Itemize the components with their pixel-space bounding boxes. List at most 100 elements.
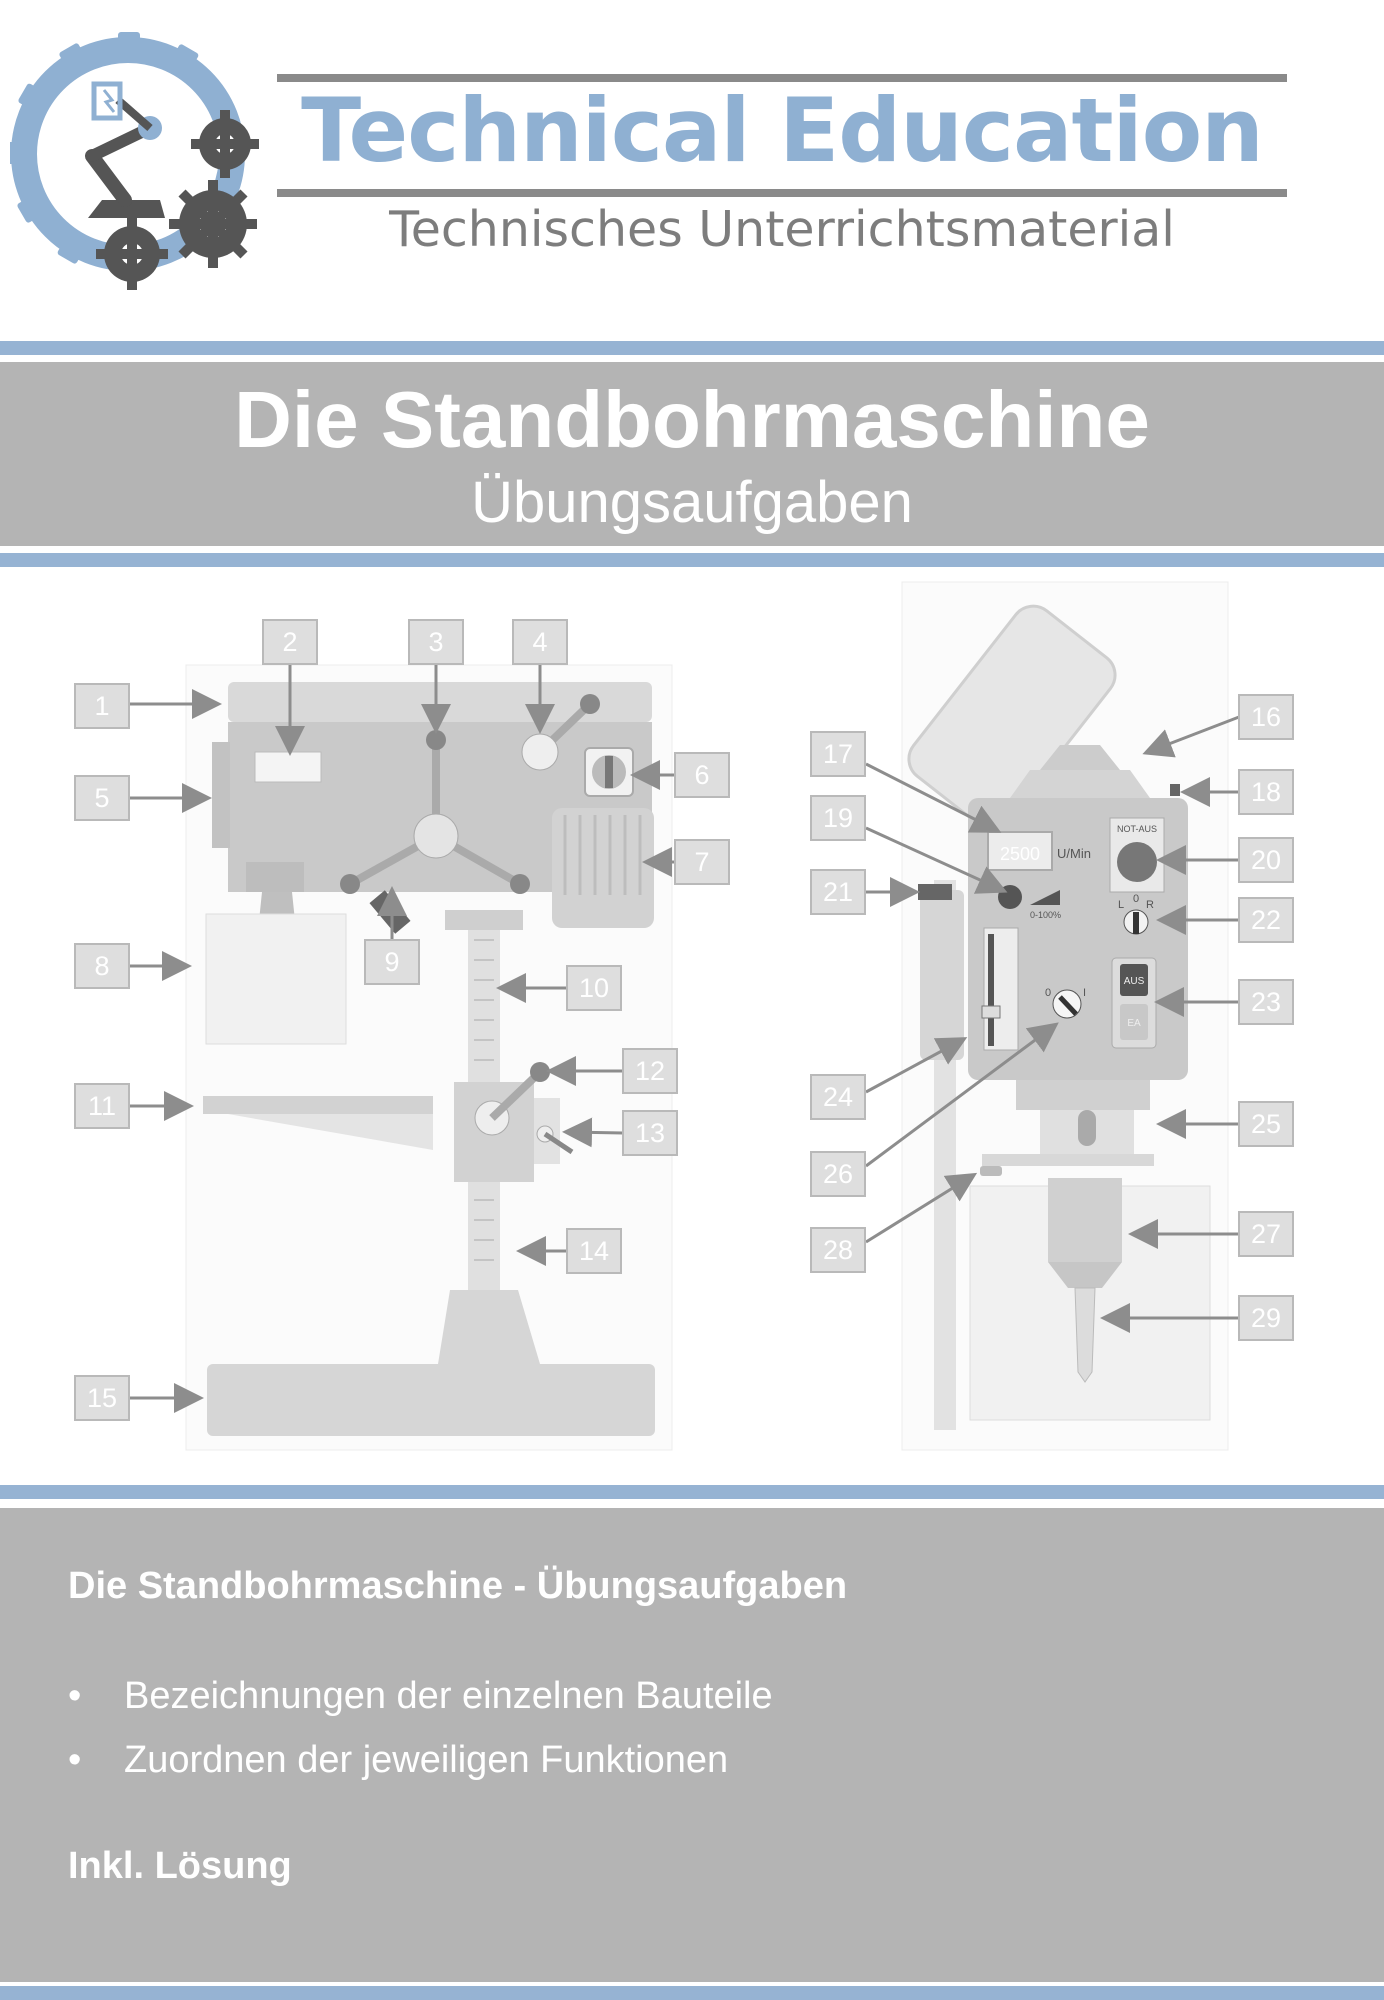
drill-press-side-view: 2500 U/Min 0-100% NOT-AUS L 0 R AUS EA 0… [901,581,1229,1451]
callout-number: 14 [579,1236,609,1266]
callout-number: 1 [94,691,109,721]
callout-number: 17 [823,739,853,769]
estop-label: NOT-AUS [1117,824,1157,834]
small-gears-icon [96,110,259,290]
title-band [0,362,1384,546]
callout-box [622,1048,678,1094]
callout-4: 4 [512,619,568,734]
callout-number: 24 [823,1082,853,1112]
bullet-dot-icon: • [68,1675,82,1717]
bullet-item: •Bezeichnungen der einzelnen Bauteile [68,1672,773,1720]
callout-box [1238,1101,1294,1147]
callout-box [810,731,866,777]
callout-number: 4 [532,627,547,657]
callout-box [622,1110,678,1156]
speed-range-label: 0-100% [1030,910,1061,920]
callout-box [810,869,866,915]
callout-arrow [865,826,1008,894]
callout-box [674,839,730,885]
bullet-dot-icon: • [68,1739,82,1781]
callout-box [1238,694,1294,740]
brand-rule-top [277,74,1287,82]
on-button-label: EA [1127,1018,1141,1029]
callout-13: 13 [562,1110,678,1156]
callout-27: 27 [1128,1211,1294,1257]
callout-26: 26 [810,1022,1059,1197]
callout-number: 21 [823,877,853,907]
callout-box [364,939,420,985]
callout-number: 5 [94,783,109,813]
callout-number: 9 [384,947,399,977]
callout-3: 3 [408,619,464,734]
solution-note: Inkl. Lösung [68,1845,292,1887]
selector-zero-label: 0 [1045,987,1051,999]
brand-rule-bottom [277,189,1287,197]
callout-box [810,1151,866,1197]
callout-number: 25 [1251,1109,1281,1139]
callout-number: 12 [635,1056,665,1086]
callout-number: 23 [1251,987,1281,1017]
blue-stripe [0,341,1384,355]
callout-box [1238,1295,1294,1341]
callout-arrow [865,1022,1059,1168]
callout-number: 26 [823,1159,853,1189]
callout-8: 8 [74,943,192,989]
callout-box [74,943,130,989]
callout-25: 25 [1156,1101,1294,1147]
callout-20: 20 [1156,837,1294,883]
speed-display-value: 2500 [1000,844,1040,864]
callout-number: 6 [694,760,709,790]
callout-number: 29 [1251,1303,1281,1333]
callout-number: 16 [1251,702,1281,732]
callout-box [566,1228,622,1274]
dir-left-label: L [1118,899,1124,911]
page-title: Die Standbohrmaschine [234,375,1150,464]
callout-18: 18 [1180,769,1294,815]
callout-28: 28 [810,1172,978,1273]
callout-box [1238,897,1294,943]
callout-6: 6 [630,752,730,798]
callout-number: 20 [1251,845,1281,875]
bullet-text: Zuordnen der jeweiligen Funktionen [124,1739,729,1781]
callout-number: 2 [282,627,297,657]
callout-box [408,619,464,665]
callout-arrow [562,1117,624,1148]
callout-number: 19 [823,803,853,833]
callout-box [674,752,730,798]
technical-education-logo [10,32,259,290]
callout-17: 17 [810,731,1002,833]
blue-stripe [0,553,1384,567]
callout-9: 9 [364,886,420,985]
page-subtitle: Übungsaufgaben [471,470,913,535]
callout-box [74,1083,130,1129]
callout-29: 29 [1100,1295,1294,1341]
callout-22: 22 [1156,897,1294,943]
callout-box [810,795,866,841]
callout-16: 16 [1142,694,1294,758]
dir-right-label: R [1146,899,1154,911]
callout-number: 22 [1251,905,1281,935]
callout-box [262,619,318,665]
description-band [0,1508,1384,1982]
callout-10: 10 [496,965,622,1011]
callout-15: 15 [74,1375,204,1421]
callout-5: 5 [74,775,212,821]
callout-number: 11 [88,1091,116,1121]
callout-7: 7 [642,839,730,885]
callout-arrow [865,1172,978,1244]
callout-arrow [1142,715,1240,758]
callout-number: 13 [635,1118,665,1148]
callout-box [566,965,622,1011]
callout-box [810,1074,866,1120]
callout-box [1238,1211,1294,1257]
callout-number: 15 [87,1383,117,1413]
callout-1: 1 [74,683,222,729]
callout-23: 23 [1154,979,1294,1025]
callout-number: 10 [579,973,609,1003]
callout-arrow [865,762,1002,833]
callout-21: 21 [810,869,920,915]
callout-box [810,1227,866,1273]
drill-press-front-view [185,664,673,1451]
callout-box [512,619,568,665]
